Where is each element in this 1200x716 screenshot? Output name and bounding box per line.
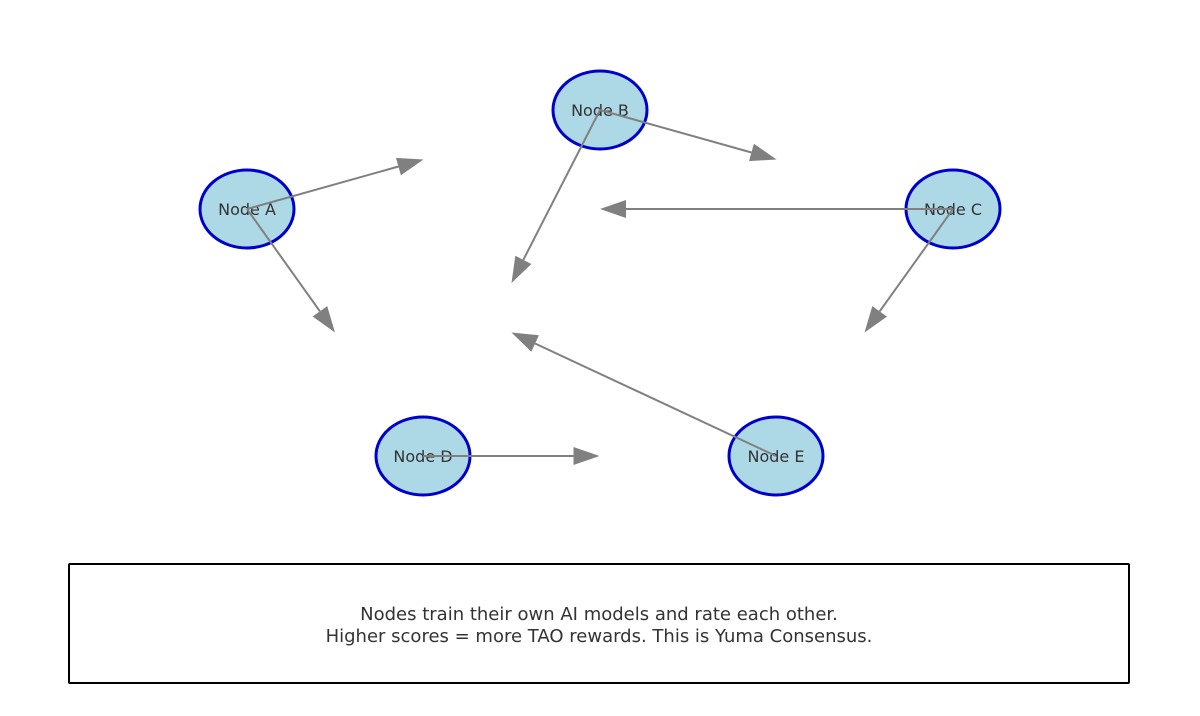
caption-line-2: Higher scores = more TAO rewards. This i…	[325, 625, 873, 647]
edge-line	[246, 208, 321, 312]
caption-box: Nodes train their own AI models and rate…	[68, 563, 1130, 684]
arrowhead-icon	[600, 200, 626, 218]
edge-b-to-c	[599, 109, 777, 162]
edges-layer	[246, 109, 954, 465]
arrowhead-icon	[511, 332, 539, 352]
edge-line	[878, 208, 954, 312]
edge-d-to-e	[423, 447, 600, 465]
arrowhead-icon	[864, 306, 887, 333]
edge-c-to-a	[600, 200, 953, 218]
caption-line-1: Nodes train their own AI models and rate…	[360, 603, 838, 625]
arrowhead-icon	[749, 143, 777, 162]
edge-line	[246, 165, 399, 210]
edge-line	[522, 109, 601, 261]
edge-line	[534, 342, 777, 457]
edge-e-to-a	[511, 332, 777, 457]
arrowhead-icon	[312, 306, 335, 333]
edge-line	[599, 109, 752, 154]
edge-a-to-d	[246, 208, 335, 333]
arrowhead-icon	[396, 157, 424, 176]
edge-b-to-d	[511, 109, 601, 283]
node-label: Node E	[748, 447, 805, 466]
edge-a-to-b	[246, 157, 424, 210]
arrowhead-icon	[511, 255, 532, 283]
edge-c-to-e	[864, 208, 954, 333]
arrowhead-icon	[573, 447, 600, 465]
